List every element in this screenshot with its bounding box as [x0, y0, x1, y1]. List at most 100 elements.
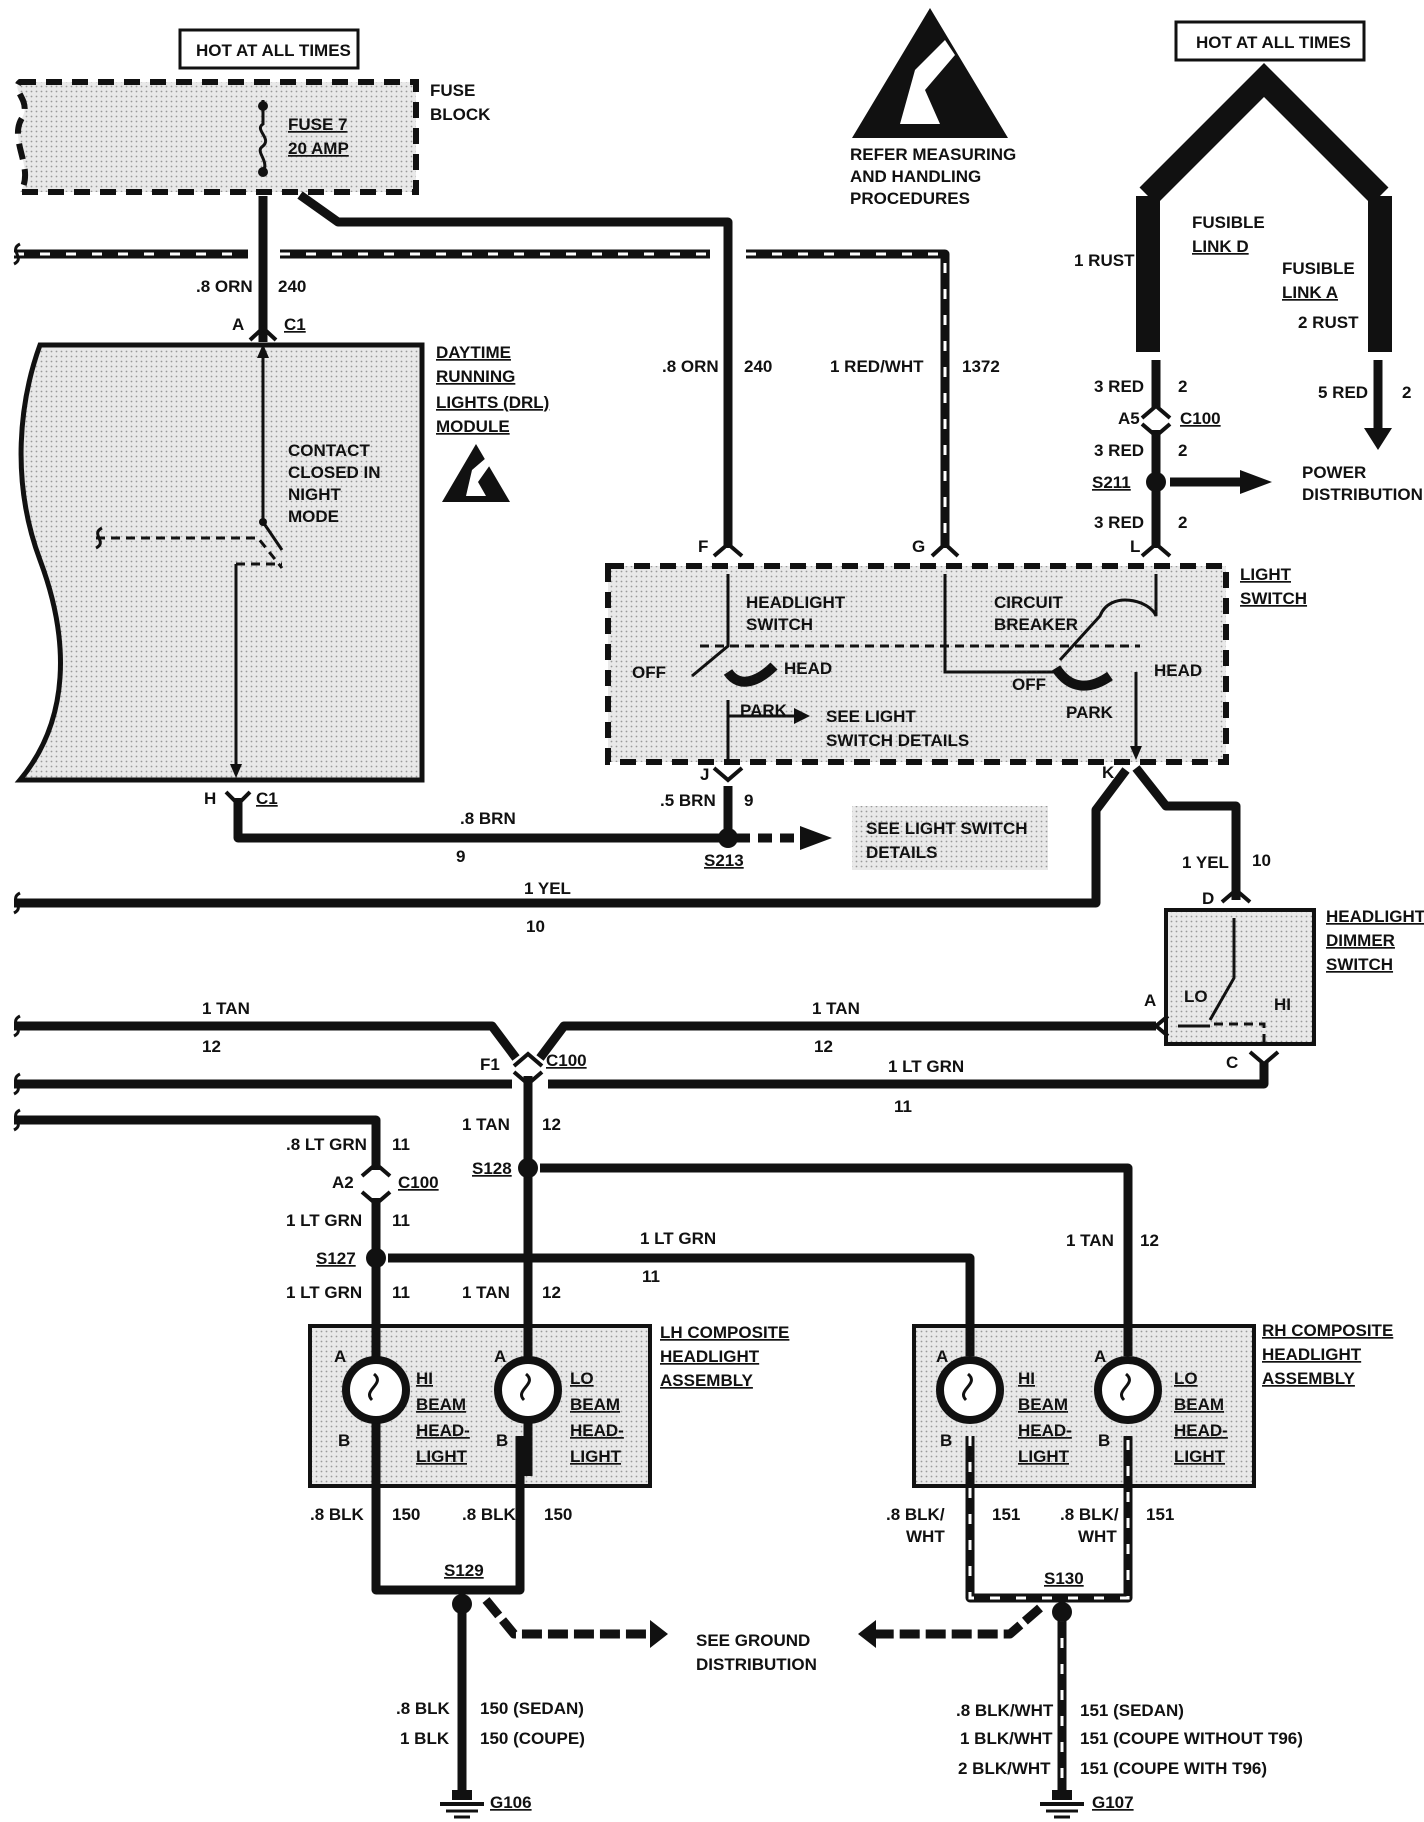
rh-hi-label-3: HEAD- [1018, 1421, 1072, 1440]
hot-label-right: HOT AT ALL TIMES [1196, 33, 1351, 52]
dimmer-contact [1208, 918, 1236, 1021]
splice-s211 [1146, 472, 1166, 492]
blkwht-b-label-1: .8 BLK/ [1060, 1505, 1119, 1524]
n1372-label: 1372 [962, 357, 1000, 376]
lh-assembly-label-1: LH COMPOSITE [660, 1323, 789, 1342]
ground-left-wire-1: .8 BLK [396, 1699, 451, 1718]
blk8-a-label: .8 BLK [310, 1505, 365, 1524]
drl-mode-link [96, 536, 284, 569]
wire-ground-dist-left [482, 1597, 650, 1639]
c100-top-label: C100 [1180, 409, 1221, 428]
n12-a-label: 12 [202, 1037, 221, 1056]
two-a-label: 2 [1178, 377, 1187, 396]
pin-a-lh-lo: A [494, 1347, 506, 1366]
rust2-label: 2 RUST [1298, 313, 1359, 332]
ground-g107-icon [1040, 1790, 1084, 1819]
f1-label: F1 [480, 1055, 500, 1074]
c100-low-label: C100 [398, 1173, 439, 1192]
n11-c-label: 11 [392, 1211, 410, 1230]
n11-e-label: 11 [392, 1283, 410, 1302]
wire-blkwht-151-stripe [968, 1436, 1130, 1600]
red3-a-label: 3 RED [1094, 377, 1144, 396]
orn-mid-label: .8 ORN [662, 357, 719, 376]
two-b-label: 2 [1178, 441, 1187, 460]
fusible-a-label-2: LINK A [1282, 283, 1338, 302]
pin-k-label: K [1102, 763, 1115, 782]
dimmer-label-1: HEADLIGHT [1326, 907, 1424, 926]
wire-blk-150 [371, 1436, 525, 1595]
ground-right-circuit-3: 151 (COUPE WITH T96) [1080, 1759, 1267, 1778]
esd-note-2: AND HANDLING [850, 167, 981, 186]
fusible-link-v [1136, 63, 1392, 352]
drl-contact-pivot [259, 518, 267, 526]
tan1-c-label: 1 TAN [462, 1115, 510, 1134]
n12-b-label: 12 [814, 1037, 833, 1056]
circuit-breaker-label-2: BREAKER [994, 615, 1078, 634]
lh-assembly-label-3: ASSEMBLY [660, 1371, 754, 1390]
esd-note-1: REFER MEASURING [850, 145, 1016, 164]
see-light-switch-label-2: SWITCH DETAILS [826, 731, 969, 750]
wire-brn-9-h [233, 798, 720, 843]
ltgrn1-a-label: 1 LT GRN [888, 1057, 964, 1076]
splice-s129 [452, 1594, 472, 1614]
lh-hi-label-3: HEAD- [416, 1421, 470, 1440]
n151-b-label: 151 [1146, 1505, 1174, 1524]
pin-h-label: H [204, 789, 216, 808]
lh-lo-label-4: LIGHT [570, 1447, 622, 1466]
n150-b-label: 150 [544, 1505, 572, 1524]
pin-b-rh-lo: B [1098, 1431, 1110, 1450]
red3-b-label: 3 RED [1094, 441, 1144, 460]
fuse-7-label: FUSE 7 [288, 115, 348, 134]
rust1-label: 1 RUST [1074, 251, 1135, 270]
ground-g106-icon [440, 1790, 484, 1819]
red5-label: 5 RED [1318, 383, 1368, 402]
hot-at-all-times-box-left: HOT AT ALL TIMES [178, 28, 360, 70]
wire-ltgrn-11-rh [388, 1253, 975, 1356]
s127-label: S127 [316, 1249, 356, 1268]
tan1-d-label: 1 TAN [1066, 1231, 1114, 1250]
headlight-switch-label-2: SWITCH [746, 615, 813, 634]
ground-left-circuit-1: 150 (SEDAN) [480, 1699, 584, 1718]
rh-assembly-label-2: HEADLIGHT [1262, 1345, 1362, 1364]
see-light-switch-label-1: SEE LIGHT [826, 707, 916, 726]
headlight-switch-label-1: HEADLIGHT [746, 593, 846, 612]
rh-lo-label-1: LO [1174, 1369, 1198, 1388]
light-switch-arc-2 [1051, 665, 1113, 691]
rh-assembly-label-1: RH COMPOSITE [1262, 1321, 1393, 1340]
power-label-2: DISTRIBUTION [1302, 485, 1423, 504]
n11-a-label: 11 [894, 1097, 912, 1116]
tan1-a-label: 1 TAN [202, 999, 250, 1018]
fuse-7-icon [258, 100, 268, 173]
n11-d-label: 11 [642, 1267, 660, 1286]
circuit-breaker-label-1: CIRCUIT [994, 593, 1064, 612]
arrow-see-light-switch [800, 826, 832, 850]
lh-lo-label-3: HEAD- [570, 1421, 624, 1440]
blk8-b-label: .8 BLK [462, 1505, 517, 1524]
off1-label: OFF [632, 663, 666, 682]
c1-bottom-label: C1 [256, 789, 278, 808]
fusible-a-label-1: FUSIBLE [1282, 259, 1355, 278]
wire-dashed-overlay [14, 252, 947, 548]
pin-a-rh-lo: A [1094, 1347, 1106, 1366]
park-arrow [794, 708, 810, 724]
arrow-ground-left [650, 1620, 668, 1648]
lh-hi-label-4: LIGHT [416, 1447, 468, 1466]
connector-icons [224, 325, 1280, 1207]
wire-orn-240-switch [297, 191, 733, 548]
head1-label: HEAD [784, 659, 832, 678]
ltgrn1-b-label: 1 LT GRN [286, 1211, 362, 1230]
ground-right-wire-3: 2 BLK/WHT [958, 1759, 1051, 1778]
contact-label-1: CONTACT [288, 441, 370, 460]
fuse-amp-label: 20 AMP [288, 139, 349, 158]
wire-tan-12-right [536, 1021, 1156, 1061]
light-switch-label-2: SWITCH [1240, 589, 1307, 608]
splice-s130 [1052, 1602, 1072, 1622]
head2-label: HEAD [1154, 661, 1202, 680]
park-contact [726, 700, 794, 760]
fuse-block [14, 79, 419, 195]
pin-a2-label: A [1144, 991, 1156, 1010]
n10-b-label: 10 [1252, 851, 1271, 870]
drl-arrow-h [230, 764, 242, 778]
tan1-e-label: 1 TAN [462, 1283, 510, 1302]
fuse-block-label: FUSE [430, 81, 475, 100]
